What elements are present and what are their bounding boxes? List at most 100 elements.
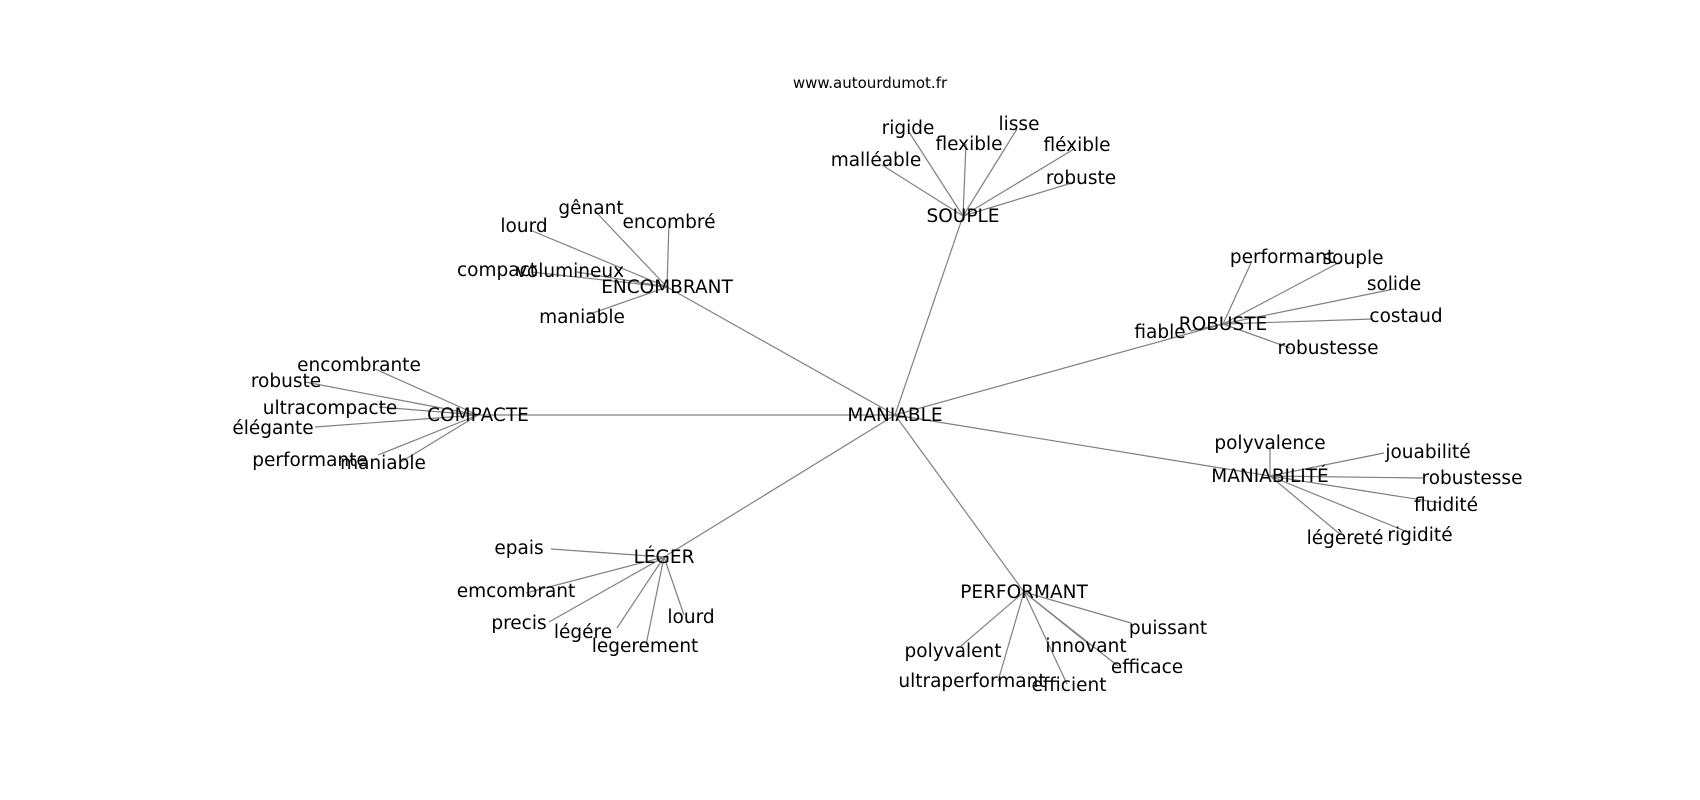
edge-root-hub [894, 414, 1025, 593]
edge-hub-word [960, 591, 1025, 647]
word-node-label: polyvalence [1214, 433, 1325, 454]
edge-hub-word [1222, 318, 1374, 325]
word-node-label: élégante [232, 418, 313, 439]
word-node-label: encombrante [297, 355, 421, 376]
edge-hub-word [666, 221, 670, 288]
edge-root-hub [894, 414, 1271, 477]
hub-node-label: LÉGER [634, 546, 695, 568]
edge-hub-word [378, 406, 479, 416]
word-node-label: efficace [1111, 657, 1183, 678]
edge-hub-word [1222, 260, 1343, 325]
edge-hub-word [400, 414, 479, 463]
word-node-label: robuste [251, 371, 321, 392]
edge-hub-word [1189, 323, 1224, 332]
edge-hub-word [1269, 475, 1442, 504]
edge-hub-word [962, 181, 1076, 217]
word-node-label: gênant [558, 198, 623, 219]
word-node-label: epais [494, 538, 543, 559]
edge-hub-word [1222, 262, 1252, 325]
edge-hub-word [586, 286, 668, 316]
edge-hub-word [1222, 288, 1395, 325]
edge-hub-word [576, 271, 668, 288]
edge-hub-word [530, 271, 668, 288]
edge-hub-word [1023, 591, 1068, 685]
edge-hub-word [525, 556, 665, 594]
word-node-label: compact [457, 260, 537, 281]
word-node-label: fiable [1134, 322, 1185, 343]
edge-hub-word [1269, 475, 1411, 534]
edge-hub-word [1269, 475, 1342, 536]
word-node-label: fluidité [1414, 495, 1478, 516]
word-node-label: emcombrant [457, 581, 576, 602]
edge-hub-word [962, 128, 1018, 217]
edge-hub-word [1023, 591, 1132, 624]
edge-root-hub [894, 323, 1224, 416]
word-node-label: volumineux [516, 261, 624, 282]
edge-hub-word [908, 131, 964, 217]
word-node-label: precis [491, 613, 546, 634]
word-node-label: costaud [1369, 306, 1442, 327]
word-node-label: jouabilité [1384, 442, 1470, 463]
edge-hub-word [550, 548, 665, 558]
word-node-label: flexible [935, 134, 1002, 155]
edge-hub-word [1269, 452, 1385, 477]
word-node-label: rigide [882, 118, 935, 139]
edge-hub-word [374, 368, 479, 416]
edge-root-hub [894, 215, 964, 416]
word-node-label: innovant [1045, 636, 1126, 657]
word-node-label: maniable [340, 453, 426, 474]
word-node-label: performante [252, 450, 368, 471]
hub-node-label: PERFORMANT [960, 582, 1088, 603]
edge-hub-word [616, 556, 665, 629]
edge-root-hub [663, 414, 896, 558]
edge-hub-word [1222, 323, 1291, 349]
edge-root-hub [666, 286, 896, 416]
edge-hub-word [645, 556, 665, 646]
edge-hub-word [548, 556, 665, 623]
word-node-label: légére [554, 622, 612, 643]
edge-hub-word [962, 143, 967, 217]
edge-hub-word [314, 414, 479, 428]
source-credit: www.autourdumot.fr [793, 74, 948, 92]
hub-node-label: ENCOMBRANT [601, 277, 733, 298]
edge-hub-word [595, 211, 668, 288]
word-node-label: legerement [592, 636, 699, 657]
edge-hub-word [997, 591, 1025, 682]
word-node-label: rigidité [1387, 525, 1452, 546]
edge-hub-word [962, 148, 1075, 217]
word-node-label: malléable [831, 150, 922, 171]
edge-hub-word [881, 164, 964, 217]
hub-node-label: MANIABILITÉ [1211, 465, 1328, 487]
edge-hub-word [529, 229, 668, 288]
word-node-label: encombré [623, 212, 716, 233]
word-node-label: souple [1323, 248, 1384, 269]
hub-node-label: SOUPLE [927, 206, 1000, 227]
word-node-label: robustesse [1278, 338, 1379, 359]
graph-edges [304, 128, 1442, 685]
word-node-label: ultraperformant [898, 671, 1045, 692]
word-node-label: lourd [500, 216, 547, 237]
root-node-label: MANIABLE [847, 405, 942, 426]
word-node-label: maniable [539, 307, 625, 328]
edge-hub-word [663, 556, 685, 616]
hub-node-label: COMPACTE [427, 405, 529, 426]
edge-hub-word [1023, 591, 1119, 667]
word-node-label: légèreté [1307, 528, 1384, 549]
hub-node-label: ROBUSTE [1179, 314, 1267, 335]
word-node-label: fléxible [1043, 135, 1110, 156]
word-node-label: lourd [667, 607, 714, 628]
word-node-label: puissant [1129, 618, 1207, 639]
word-node-label: lisse [999, 114, 1040, 135]
word-node-label: solide [1367, 274, 1421, 295]
word-node-label: robustesse [1422, 468, 1523, 489]
edge-hub-word [304, 381, 479, 416]
word-node-label: performant [1230, 247, 1334, 268]
word-node-label: efficient [1032, 675, 1107, 696]
word-node-label: ultracompacte [263, 398, 397, 419]
edge-hub-word [1269, 475, 1424, 479]
edge-hub-word [377, 414, 479, 456]
word-node-label: polyvalent [905, 641, 1002, 662]
word-node-label: robuste [1046, 168, 1116, 189]
